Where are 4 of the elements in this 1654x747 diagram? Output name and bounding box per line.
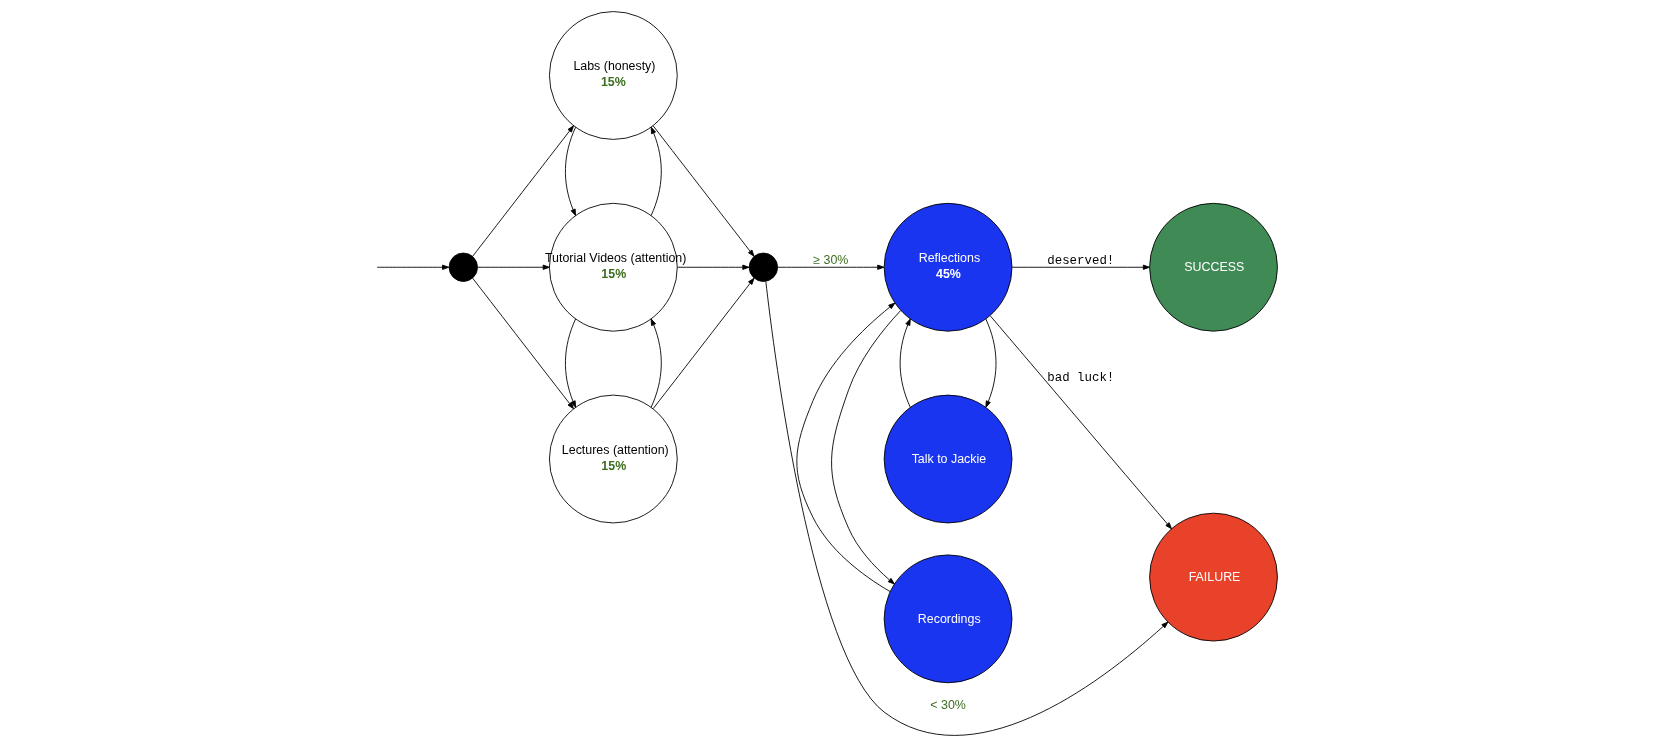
edge-label: bad luck! [1047,371,1115,386]
edge-label: < 30% [930,697,966,712]
edge-label: ≥ 30% [813,252,849,267]
edge-label: deserved! [1047,253,1115,268]
